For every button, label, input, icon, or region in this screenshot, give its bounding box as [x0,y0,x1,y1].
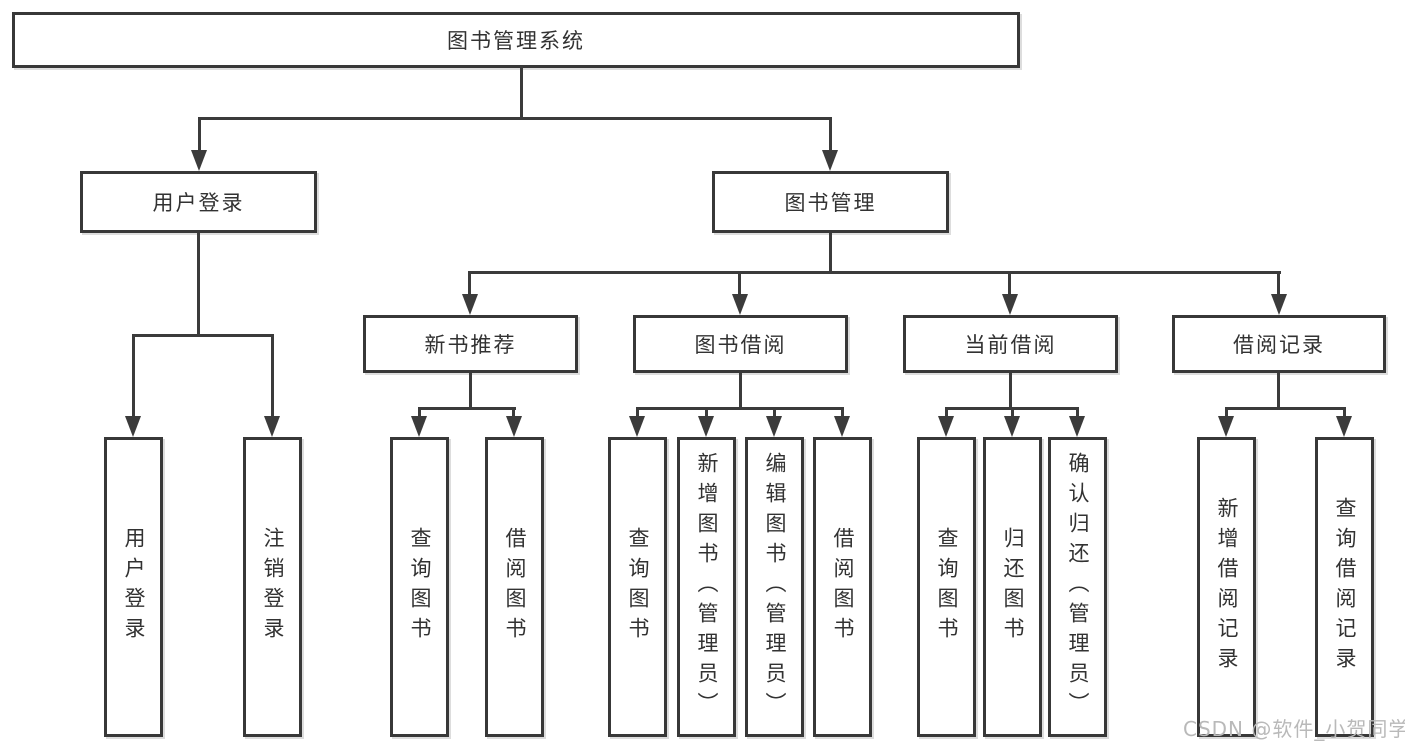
arrowhead-down [732,294,748,315]
arrowhead-down [698,416,714,437]
arrowhead-down [125,416,141,437]
node-label: 用户登录 [122,527,146,647]
connector-g3-drop-2 [1011,407,1014,420]
arrowhead-down [1218,416,1234,437]
node-label: 图书管理 [784,191,877,215]
node-leaf-add-borrow-record: 新增借阅记录 [1197,437,1256,737]
connector-g4-trunk [1277,373,1280,410]
node-leaf-add-books-admin: 新增图书（管理员） [677,437,736,737]
node-label: 注销登录 [261,527,285,647]
node-book-borrowing: 图书借阅 [633,315,848,373]
connector-g1-drop-2 [512,407,515,420]
node-label: 查询借阅记录 [1333,497,1357,677]
arrowhead-down [822,150,838,171]
node-label: 新增借阅记录 [1215,497,1239,677]
arrowhead-down [938,416,954,437]
connector-drop-user-login [198,117,201,154]
arrowhead-down [1069,416,1085,437]
node-root-library-management-system: 图书管理系统 [12,12,1020,68]
connector-drop-current-borrow [1008,271,1011,298]
node-label: 当前借阅 [964,333,1057,357]
connector-book-management-trunk [829,233,832,274]
arrowhead-down [462,294,478,315]
connector-g4-drop-1 [1225,407,1228,420]
connector-g1-trunk [469,373,472,410]
connector-g2-trunk [739,373,742,410]
connector-book-management-hbar [468,271,1281,274]
csdn-watermark: CSDN @软件_小贺同学 [1183,717,1405,741]
node-label: 查询图书 [935,527,959,647]
connector-root-hbar [198,117,832,120]
node-leaf-query-books-recommend: 查询图书 [390,437,449,737]
connector-g3-drop-1 [945,407,948,420]
node-book-management-branch: 图书管理 [712,171,949,233]
node-current-borrowing: 当前借阅 [903,315,1118,373]
node-leaf-return-books: 归还图书 [983,437,1042,737]
connector-g4-hbar [1225,407,1346,410]
connector-drop-leaf-user-login [132,334,135,420]
node-leaf-query-books-borrow: 查询图书 [608,437,667,737]
node-label: 图书管理系统 [447,29,585,53]
connector-g2-drop-3 [773,407,776,420]
node-leaf-user-login: 用户登录 [104,437,163,737]
node-label: 新书推荐 [424,333,517,357]
arrowhead-down [191,150,207,171]
node-leaf-borrow-books-recommend: 借阅图书 [485,437,544,737]
connector-user-login-hbar [132,334,274,337]
arrowhead-down [1271,294,1287,315]
connector-g2-hbar [636,407,844,410]
arrowhead-down [264,416,280,437]
arrowhead-down [766,416,782,437]
node-leaf-query-borrow-record: 查询借阅记录 [1315,437,1374,737]
node-label: 编辑图书（管理员） [763,452,787,722]
arrowhead-down [834,416,850,437]
node-label: 新增图书（管理员） [695,452,719,722]
node-label: 借阅图书 [831,527,855,647]
connector-drop-leaf-logout [271,334,274,420]
node-label: 借阅图书 [503,527,527,647]
connector-g1-hbar [418,407,516,410]
node-label: 借阅记录 [1233,333,1325,357]
connector-drop-borrow-records [1277,271,1280,298]
connector-g3-trunk [1009,373,1012,410]
node-label: 用户登录 [152,191,245,215]
node-borrowing-records: 借阅记录 [1172,315,1386,373]
node-label: 查询图书 [408,527,432,647]
connector-drop-new-book [468,271,471,298]
arrowhead-down [506,416,522,437]
node-label: 归还图书 [1001,527,1025,647]
connector-g1-drop-1 [418,407,421,420]
node-label: 查询图书 [626,527,650,647]
connector-g4-drop-2 [1343,407,1346,420]
arrowhead-down [1002,294,1018,315]
node-new-book-recommendation: 新书推荐 [363,315,578,373]
connector-g2-drop-1 [636,407,639,420]
connector-drop-book-borrow [738,271,741,298]
node-user-login-branch: 用户登录 [80,171,317,233]
connector-g3-drop-3 [1076,407,1079,420]
node-label: 确认归还（管理员） [1066,452,1090,722]
arrowhead-down [1004,416,1020,437]
connector-user-login-trunk [197,233,200,337]
arrowhead-down [1336,416,1352,437]
arrowhead-down [629,416,645,437]
arrowhead-down [411,416,427,437]
node-leaf-logout: 注销登录 [243,437,302,737]
node-label: 图书借阅 [694,333,787,357]
node-leaf-borrow-books: 借阅图书 [813,437,872,737]
connector-root-trunk [520,66,523,120]
node-leaf-edit-books-admin: 编辑图书（管理员） [745,437,804,737]
node-leaf-query-books-current: 查询图书 [917,437,976,737]
connector-g2-drop-2 [705,407,708,420]
node-leaf-confirm-return-admin: 确认归还（管理员） [1048,437,1107,737]
connector-drop-book-management [829,117,832,154]
connector-g2-drop-4 [841,407,844,420]
